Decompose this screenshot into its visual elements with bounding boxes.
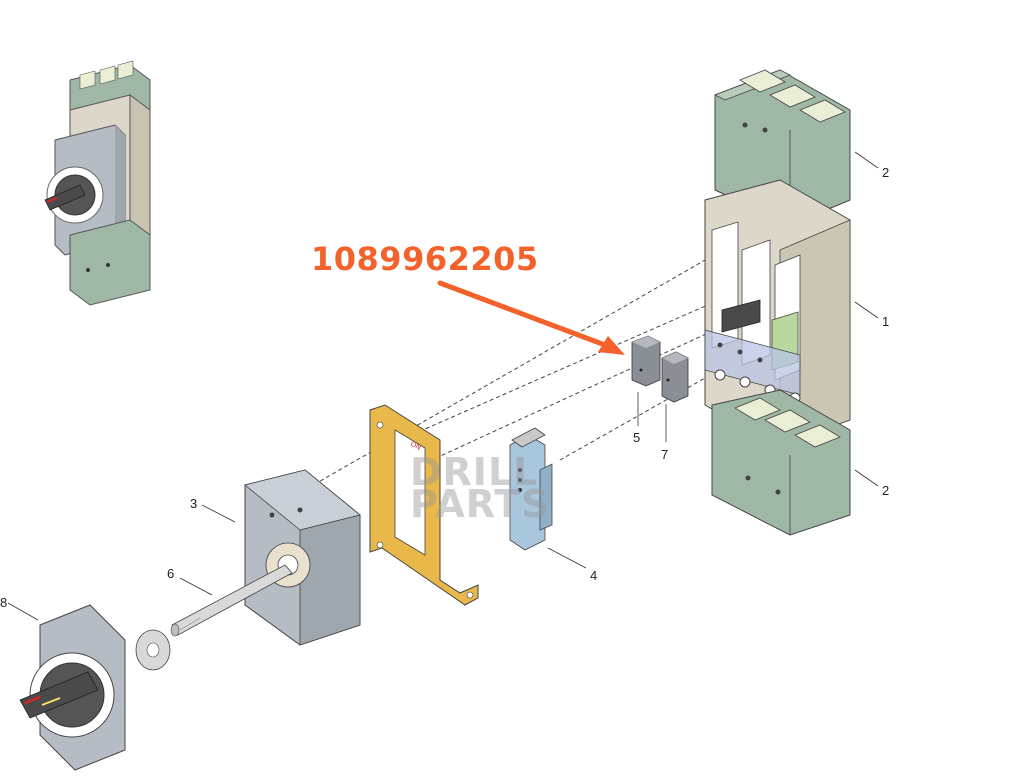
callout-7: 7	[661, 447, 669, 462]
adapter-washer	[135, 629, 171, 671]
assembled-breaker-thumbnail	[44, 60, 151, 306]
callout-6: 6	[167, 566, 175, 581]
callout-1: 1	[882, 314, 890, 329]
arrow-icon	[437, 280, 625, 355]
callout-5: 5	[633, 430, 641, 445]
leader-lines	[7, 151, 879, 621]
door-cover-plate	[244, 469, 361, 646]
terminal-cover-top	[714, 69, 851, 226]
rotary-handle	[19, 604, 126, 771]
breaker-body	[704, 179, 851, 446]
callout-2-bottom: 2	[882, 483, 890, 498]
watermark-line-2: PARTS	[410, 482, 550, 526]
callout-3: 3	[190, 496, 198, 511]
watermark-line-1: DRILL	[410, 450, 539, 494]
auxiliary-switch	[509, 427, 553, 551]
mounting-bracket: ON	[369, 404, 479, 606]
callout-8: 8	[0, 595, 8, 610]
terminal-cover-bottom	[711, 389, 851, 536]
extension-shaft	[170, 564, 293, 637]
callout-4: 4	[590, 568, 598, 583]
contact-block-5	[631, 335, 661, 387]
callout-2-top: 2	[882, 165, 890, 180]
contact-block-7	[661, 351, 689, 403]
part-number: 1089962205	[311, 240, 539, 278]
